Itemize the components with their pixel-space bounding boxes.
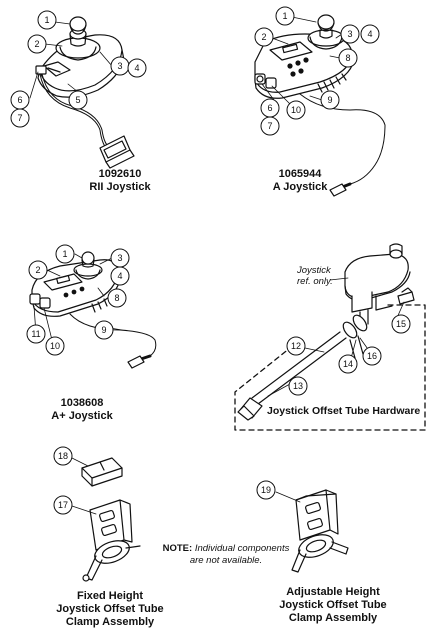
adjustable-clamp-line3: Clamp Assembly xyxy=(288,612,378,624)
callout-8: 8 xyxy=(345,53,351,63)
rii-joystick-part-number: 1092610 xyxy=(98,168,142,180)
callout-1: 1 xyxy=(44,15,50,25)
offset-tube-title: Joystick Offset Tube Hardware xyxy=(265,405,423,417)
fixed-clamp-line1: Fixed Height xyxy=(76,590,143,602)
a-plus-joystick-caption: 1038608 A+ Joystick xyxy=(32,397,132,423)
callout-13: 13 xyxy=(292,381,303,391)
callout-3: 3 xyxy=(347,29,353,39)
a-joystick-caption: 1065944 A Joystick xyxy=(250,168,350,194)
callout-17: 17 xyxy=(57,500,68,510)
callout-1: 1 xyxy=(62,249,68,259)
rii-joystick-name: RII Joystick xyxy=(89,181,151,193)
joystick-ref-line2: ref. only. xyxy=(297,276,333,287)
callout-3: 3 xyxy=(117,253,123,263)
adjustable-clamp-line1: Adjustable Height xyxy=(286,586,380,598)
a-joystick-name: A Joystick xyxy=(272,181,328,193)
callout-9: 9 xyxy=(327,95,333,105)
callout-2: 2 xyxy=(35,265,41,275)
note-text-line1: Individual components xyxy=(194,543,290,554)
callout-1: 1 xyxy=(282,11,288,21)
callout-7: 7 xyxy=(267,121,273,131)
callout-10: 10 xyxy=(49,341,60,351)
callout-3: 3 xyxy=(117,61,123,71)
callout-2: 2 xyxy=(261,32,267,42)
a-plus-joystick-name: A+ Joystick xyxy=(51,410,113,422)
note-text-line2: are not available. xyxy=(189,555,263,566)
callout-4: 4 xyxy=(134,63,140,73)
fixed-clamp-illustration xyxy=(81,457,141,582)
availability-note: NOTE: Individual components are not avai… xyxy=(146,543,306,567)
callout-6: 6 xyxy=(267,103,273,113)
note-label: NOTE: xyxy=(162,543,193,554)
joystick-reference-note: Joystick ref. only. xyxy=(297,265,357,287)
rii-joystick-caption: 1092610 RII Joystick xyxy=(70,168,170,194)
fixed-clamp-caption: Fixed Height Joystick Offset Tube Clamp … xyxy=(35,590,185,629)
callout-4: 4 xyxy=(367,29,373,39)
callout-5: 5 xyxy=(75,95,81,105)
callout-15: 15 xyxy=(395,319,406,329)
a-joystick-illustration xyxy=(254,14,386,197)
callout-18: 18 xyxy=(57,451,68,461)
rii-joystick-illustration xyxy=(35,16,135,169)
adjustable-clamp-caption: Adjustable Height Joystick Offset Tube C… xyxy=(258,586,408,625)
callout-7: 7 xyxy=(17,113,23,123)
callout-9: 9 xyxy=(101,325,107,335)
adjustable-clamp-line2: Joystick Offset Tube xyxy=(279,599,387,611)
a-joystick-part-number: 1065944 xyxy=(278,168,322,180)
callout-14: 14 xyxy=(342,359,353,369)
a-plus-joystick-part-number: 1038608 xyxy=(60,397,104,409)
callout-12: 12 xyxy=(290,341,301,351)
fixed-clamp-line3: Clamp Assembly xyxy=(65,616,155,628)
callout-11: 11 xyxy=(31,329,41,339)
offset-tube-illustration xyxy=(234,243,426,431)
callout-16: 16 xyxy=(366,351,377,361)
callout-8: 8 xyxy=(114,293,120,303)
fixed-clamp-line2: Joystick Offset Tube xyxy=(56,603,164,615)
callout-6: 6 xyxy=(17,95,23,105)
callout-2: 2 xyxy=(34,39,40,49)
callout-circles xyxy=(10,6,411,515)
callout-10: 10 xyxy=(290,105,301,115)
callout-4: 4 xyxy=(117,271,123,281)
adjustable-clamp-illustration xyxy=(291,489,349,573)
callout-19: 19 xyxy=(260,485,271,495)
joystick-ref-line1: Joystick xyxy=(297,265,331,276)
